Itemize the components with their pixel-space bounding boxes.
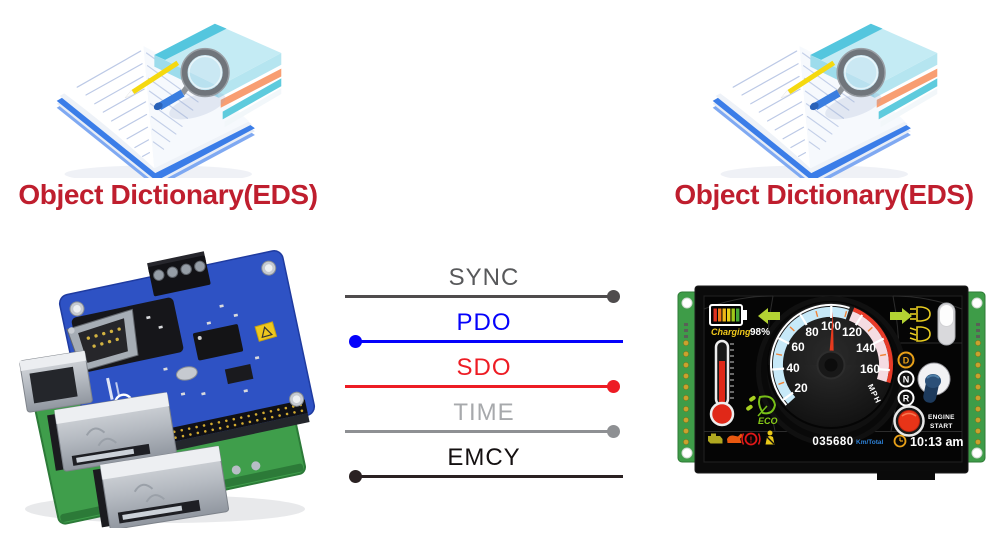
clock-time: 10:13 am xyxy=(910,435,964,449)
protocol-row-sync: SYNC xyxy=(345,265,623,310)
protocol-line xyxy=(345,425,620,438)
protocol-lines: SYNC PDO SDO TIME EMCY xyxy=(345,265,623,490)
engine-label: ENGINE xyxy=(928,414,955,421)
message-endpoint-dot xyxy=(607,290,620,303)
high-beam-icon xyxy=(910,306,931,322)
object-dictionary-label-right: Object Dictionary(EDS) xyxy=(674,179,974,210)
temperature-gauge-icon xyxy=(709,339,735,427)
minor-ticks xyxy=(775,310,887,385)
charging-percent: 98% xyxy=(750,327,770,338)
odometer-unit: Km/Total xyxy=(856,439,884,446)
gauge-blue-band xyxy=(773,306,849,404)
svg-text:20: 20 xyxy=(794,381,808,395)
odometer-value: 035680 xyxy=(812,436,853,448)
db9-connector xyxy=(66,297,184,373)
svg-text:160: 160 xyxy=(860,362,880,376)
screw-terminal xyxy=(147,251,211,297)
protocol-label: SDO xyxy=(456,354,512,381)
protocol-line xyxy=(349,335,623,348)
protocol-row-pdo: PDO xyxy=(345,310,623,355)
svg-text:40: 40 xyxy=(786,361,800,375)
protocol-line xyxy=(345,290,620,303)
charging-label: Charging xyxy=(711,327,751,337)
protocol-label: TIME xyxy=(453,399,515,426)
flex-connector xyxy=(877,471,935,480)
protocol-row-time: TIME xyxy=(345,400,623,445)
raspberry-pi-can-hat xyxy=(19,250,316,528)
protocol-line xyxy=(345,380,620,393)
protocol-row-emcy: EMCY xyxy=(345,445,623,490)
right-turn-signal-icon xyxy=(890,308,912,324)
message-endpoint-dot xyxy=(349,470,362,483)
gear-shifter-icon xyxy=(917,362,951,403)
protocol-label: SYNC xyxy=(448,264,520,291)
headlight-toggle xyxy=(937,302,956,346)
smd-components xyxy=(146,304,260,396)
gear-indicators: D N R xyxy=(897,351,915,407)
check-engine-icon xyxy=(708,433,723,444)
eco-mode-icon xyxy=(746,395,777,417)
object-dictionary-label-left: Object Dictionary(EDS) xyxy=(18,179,318,210)
seatbelt-reminder-icon xyxy=(765,430,775,445)
protocol-line xyxy=(349,470,623,483)
left-turn-signal-icon xyxy=(758,308,780,324)
transceiver-chip xyxy=(224,364,254,385)
object-dictionary-right: Object Dictionary(EDS) xyxy=(664,12,984,211)
ethernet-port xyxy=(19,350,93,413)
svg-text:N: N xyxy=(903,375,910,385)
svg-text:D: D xyxy=(903,356,910,366)
svg-text:100: 100 xyxy=(821,319,841,333)
message-endpoint-dot xyxy=(607,380,620,393)
protocol-label: EMCY xyxy=(447,444,521,471)
svg-text:60: 60 xyxy=(791,340,805,354)
protocol-label: PDO xyxy=(456,309,512,336)
svg-text:R: R xyxy=(903,394,910,404)
gauge-red-arc xyxy=(852,307,893,384)
oil-pressure-icon xyxy=(727,433,743,443)
message-endpoint-dot xyxy=(607,425,620,438)
lcd-dashboard-display: 20 40 60 80 100 120 140 160 MPH Charging… xyxy=(677,285,986,480)
dictionary-book-icon xyxy=(50,12,286,178)
pcb-pin-pads xyxy=(683,340,981,445)
svg-text:!: ! xyxy=(750,436,753,445)
brake-warning-icon: ! xyxy=(741,432,761,446)
clock-icon xyxy=(893,434,907,448)
svg-text:120: 120 xyxy=(842,325,862,339)
start-label: START xyxy=(930,423,953,430)
pcb-small-pads xyxy=(684,323,980,338)
gauge-white-rim xyxy=(770,303,850,406)
svg-text:140: 140 xyxy=(856,341,876,355)
warning-sticker xyxy=(254,321,278,342)
low-beam-icon xyxy=(909,326,931,342)
protocol-row-sdo: SDO xyxy=(345,355,623,400)
svg-text:80: 80 xyxy=(805,325,819,339)
object-dictionary-left: Object Dictionary(EDS) xyxy=(8,12,328,211)
usb-port-upper xyxy=(47,392,177,472)
usb-port-lower xyxy=(92,445,230,528)
dictionary-book-icon xyxy=(706,12,942,178)
eco-label: ECO xyxy=(758,416,778,426)
battery-charging-icon xyxy=(709,304,747,326)
speed-labels: 20 40 60 80 100 120 140 160 xyxy=(786,319,880,395)
major-ticks xyxy=(772,305,890,401)
crystal-oscillator xyxy=(175,366,198,381)
engine-start-button xyxy=(893,405,925,437)
can-controller-chip xyxy=(192,324,244,361)
dashboard-screen: 20 40 60 80 100 120 140 160 MPH Charging… xyxy=(703,295,964,463)
message-endpoint-dot xyxy=(349,335,362,348)
